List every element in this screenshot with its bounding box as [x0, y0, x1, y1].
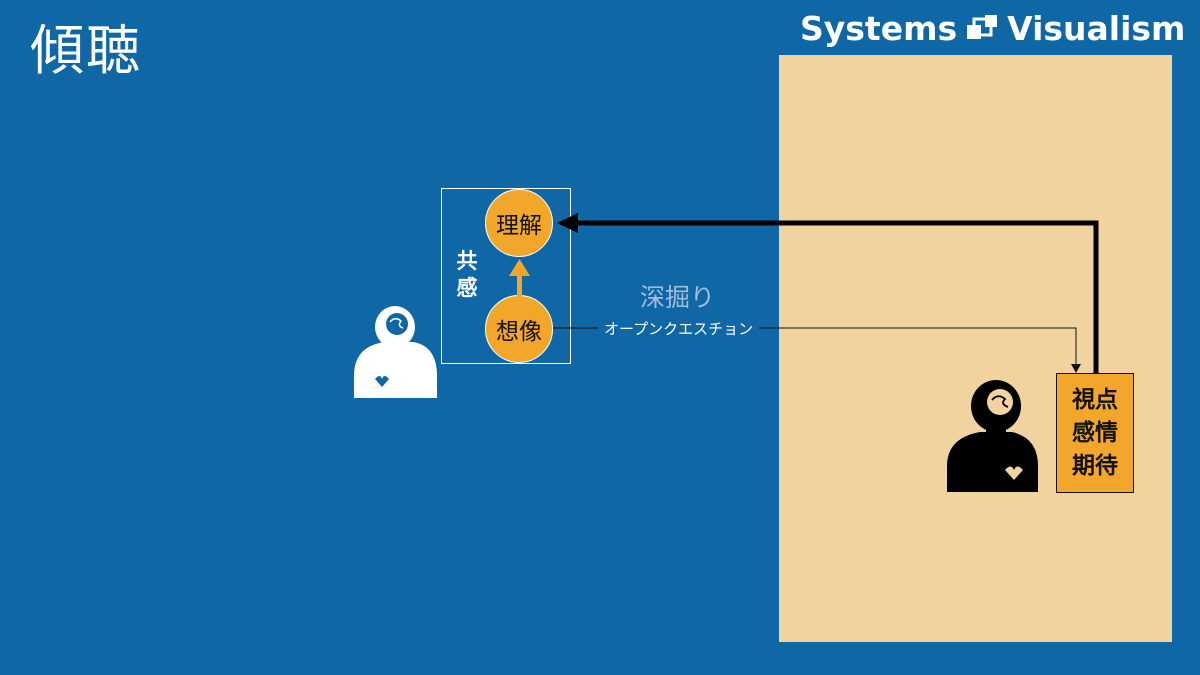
brand-word-systems: Systems: [800, 8, 958, 48]
open-question-label: オープンクエスチョン: [598, 318, 760, 339]
empathy-label: 共 感: [456, 249, 478, 300]
speaker-panel: [779, 55, 1172, 642]
deep-dig-label: 深掘り: [640, 283, 716, 312]
brand-word-visualism: Visualism: [1007, 8, 1186, 48]
attribute-emotion: 感情: [1072, 419, 1118, 446]
listener-figure: [354, 306, 437, 398]
attribute-expectation: 期待: [1072, 452, 1118, 479]
systems-visualism-logo-icon: [967, 15, 998, 39]
attribute-viewpoint: 視点: [1072, 386, 1118, 413]
arrow-up-icon: [509, 259, 530, 296]
slide-title: 傾聴: [30, 19, 142, 82]
speaker-figure: [947, 380, 1038, 492]
imagine-node: 想像: [485, 295, 553, 363]
brand-logo: Systems Visualism: [800, 6, 1192, 50]
empathy-box: [441, 188, 571, 364]
understand-node: 理解: [485, 189, 553, 257]
feedback-arrow: [557, 213, 1099, 373]
attributes-box: 視点 感情 期待: [1056, 373, 1134, 493]
